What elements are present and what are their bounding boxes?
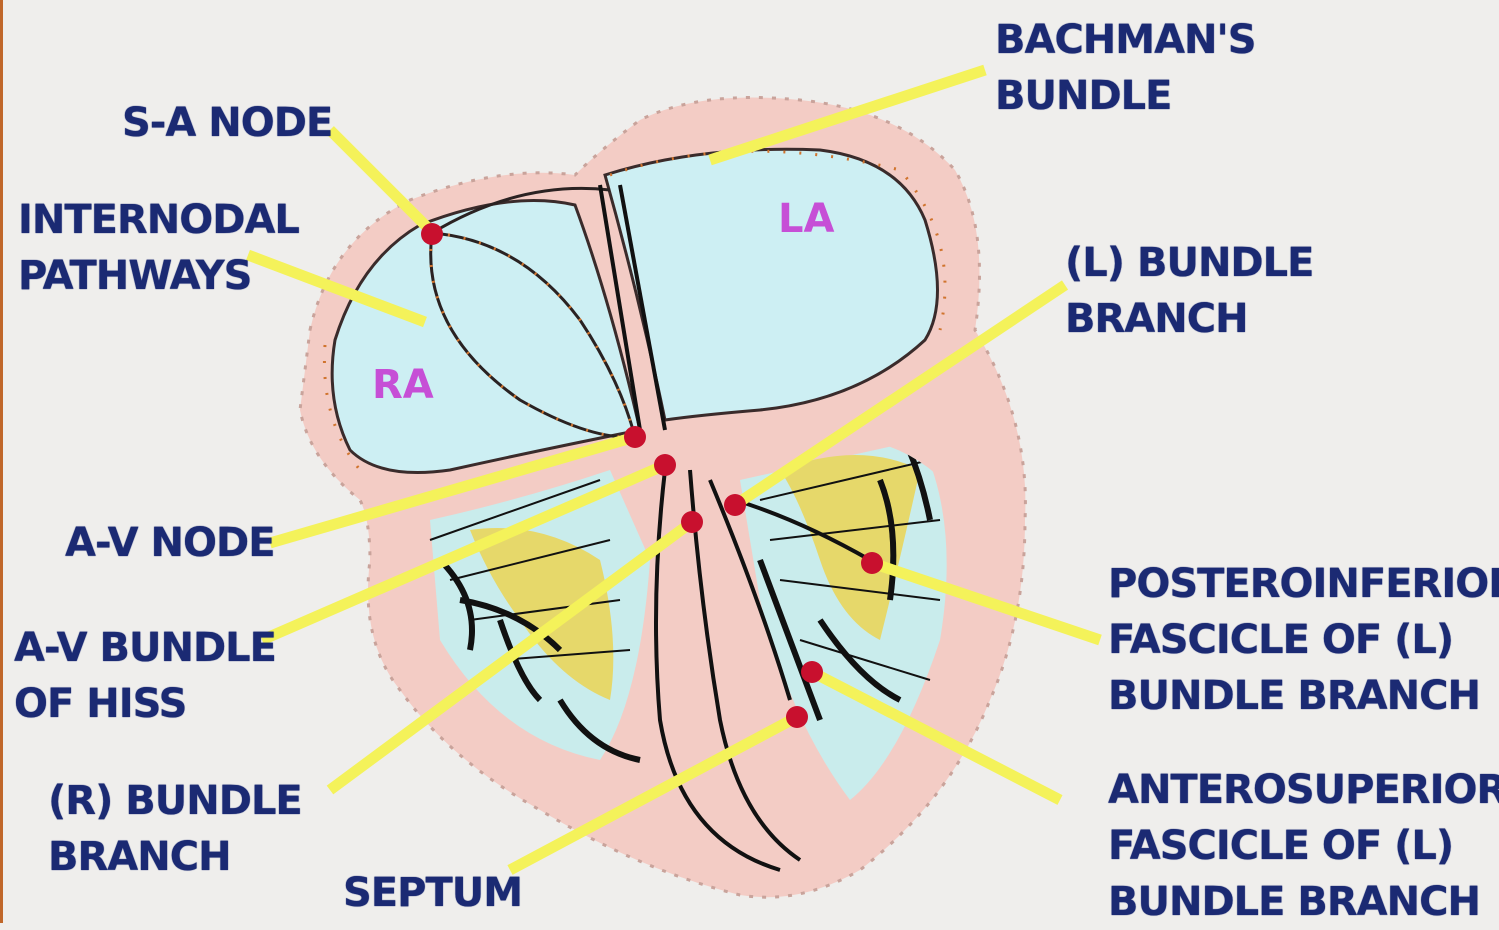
label-internodal-pathways: INTERNODAL PATHWAYS — [18, 192, 299, 304]
label-sa-node: S-A NODE — [122, 95, 332, 151]
la-label: LA — [778, 196, 834, 242]
label-anterosuperior-fascicle: ANTEROSUPERIOR FASCICLE OF (L) BUNDLE BR… — [1108, 762, 1499, 930]
label-bachmans-bundle: BACHMAN'S BUNDLE — [995, 12, 1256, 124]
label-septum: SEPTUM — [343, 865, 522, 921]
label-posteroinferior-fascicle: POSTEROINFERIOR FASCICLE OF (L) BUNDLE B… — [1108, 556, 1499, 724]
label-av-node: A-V NODE — [65, 515, 275, 571]
leader-sa-node — [330, 130, 432, 232]
av-bundle-marker — [654, 454, 676, 476]
posteroinferior-marker — [861, 552, 883, 574]
sa-node-marker — [421, 223, 443, 245]
label-l-bundle-branch: (L) BUNDLE BRANCH — [1065, 235, 1313, 347]
label-r-bundle-branch: (R) BUNDLE BRANCH — [48, 773, 302, 885]
ra-label: RA — [372, 362, 434, 408]
av-node-marker — [624, 426, 646, 448]
l-bundle-marker — [724, 494, 746, 516]
r-bundle-marker — [681, 511, 703, 533]
septum-marker — [786, 706, 808, 728]
anterosuperior-marker — [801, 661, 823, 683]
label-av-bundle-of-hiss: A-V BUNDLE OF HISS — [14, 620, 276, 732]
